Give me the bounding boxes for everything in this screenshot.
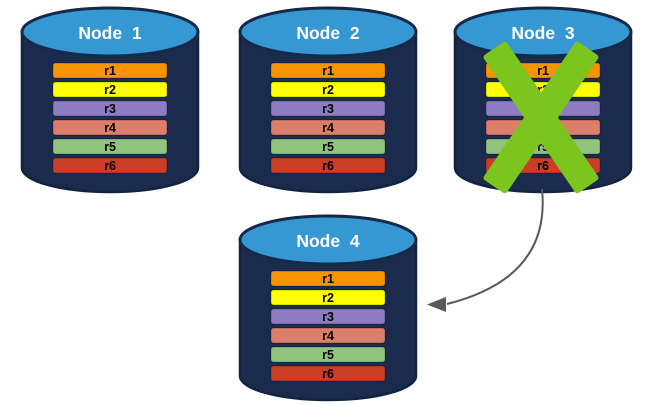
row-bar-r6: [270, 365, 386, 382]
arrow-curve: [446, 188, 544, 305]
cylinder-top: [453, 6, 633, 58]
row-bar-r5: [270, 138, 386, 155]
row-label: r1: [322, 272, 334, 286]
row-bar-r2: [270, 81, 386, 98]
node-3-failed: Node 3 r1 r2 r3 r4 r5 r6: [453, 4, 633, 196]
row-label: r5: [322, 140, 334, 154]
row-bar-r6: [52, 157, 168, 174]
row-bar-r2: [270, 289, 386, 306]
row-bar-r3: [52, 100, 168, 117]
row-bar-r3: [270, 100, 386, 117]
row-bar-r4: [52, 119, 168, 136]
row-label: r6: [537, 159, 549, 173]
cylinder-top: [238, 214, 418, 266]
row-bar-r5: [52, 138, 168, 155]
node-2: Node 2 r1 r2 r3 r4 r5 r6: [238, 4, 418, 196]
failure-x-icon: [483, 41, 599, 194]
row-label: r2: [104, 83, 116, 97]
row-bar-r3: [270, 308, 386, 325]
row-label: r3: [104, 102, 116, 116]
row-label: r1: [537, 64, 549, 78]
row-label: r5: [104, 140, 116, 154]
row-label: r6: [322, 367, 334, 381]
node-1: Node 1 r1 r2 r3 r4 r5 r6: [20, 4, 200, 196]
row-bar-r4: [270, 327, 386, 344]
row-bar-r2: [52, 81, 168, 98]
cylinder-top: [238, 6, 418, 58]
row-label: r2: [322, 291, 334, 305]
row-label: r4: [322, 121, 334, 135]
row-label: r6: [104, 159, 116, 173]
node-title: Node 2: [296, 23, 360, 43]
row-bar-r5: [270, 346, 386, 363]
row-bar-r6: [270, 157, 386, 174]
row-label: r5: [537, 140, 549, 154]
row-label: r1: [322, 64, 334, 78]
node-title: Node 4: [296, 231, 360, 251]
arrow-head: [427, 297, 446, 312]
row-bar-r1: [52, 62, 168, 79]
row-bar-r1: [270, 62, 386, 79]
row-label: r6: [322, 159, 334, 173]
cylinder-top: [20, 6, 200, 58]
row-label: r4: [104, 121, 116, 135]
row-bar-r4: [270, 119, 386, 136]
node-title: Node 3: [511, 23, 575, 43]
row-label: r4: [322, 329, 334, 343]
row-bar-r1: [270, 270, 386, 287]
row-label: r1: [104, 64, 116, 78]
node-title: Node 1: [78, 23, 142, 43]
row-label: r2: [322, 83, 334, 97]
row-label: r3: [322, 102, 334, 116]
row-label: r3: [322, 310, 334, 324]
node-4: Node 4 r1 r2 r3 r4 r5 r6: [238, 212, 418, 404]
row-label: r5: [322, 348, 334, 362]
